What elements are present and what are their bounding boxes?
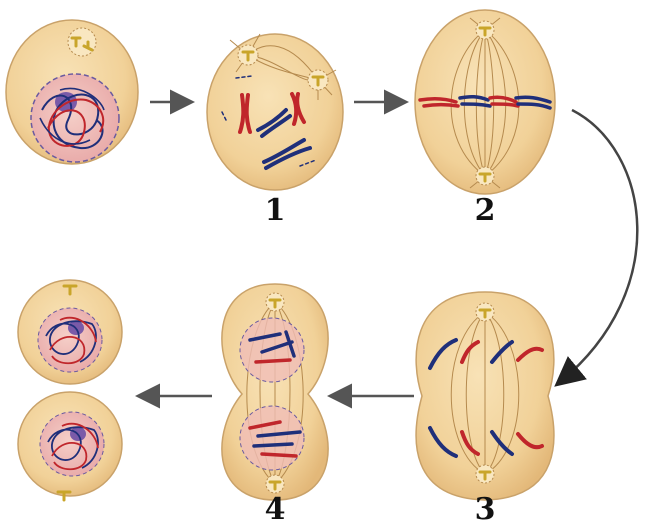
centrosome-icon [238,45,258,65]
centrosome-icon [266,293,284,311]
telophase-cell [222,284,328,500]
centrosome-icon [476,167,494,185]
daughter-cell-top [18,280,122,384]
centrosome-icon [476,465,494,483]
reforming-nucleus-bottom [240,406,304,470]
prophase-cell [207,34,343,190]
metaphase-cell [415,10,555,194]
daughter-cell-bottom [18,392,122,500]
reforming-nucleus-top [240,318,304,382]
centrosome-icon [476,303,494,321]
interphase-cell [6,20,138,164]
nucleus [31,74,119,162]
centrosome-icon [266,475,284,493]
anaphase-cell [416,292,554,500]
centrosome-icon [68,28,96,56]
stage-label-2: 2 [465,196,505,226]
centrosome-icon [308,70,328,90]
stage-label-1: 1 [255,196,295,226]
stage-label-3: 3 [465,495,505,525]
curved-arrow-icon [560,110,637,382]
stage-label-4: 4 [255,495,295,525]
centrosome-icon [476,21,494,39]
